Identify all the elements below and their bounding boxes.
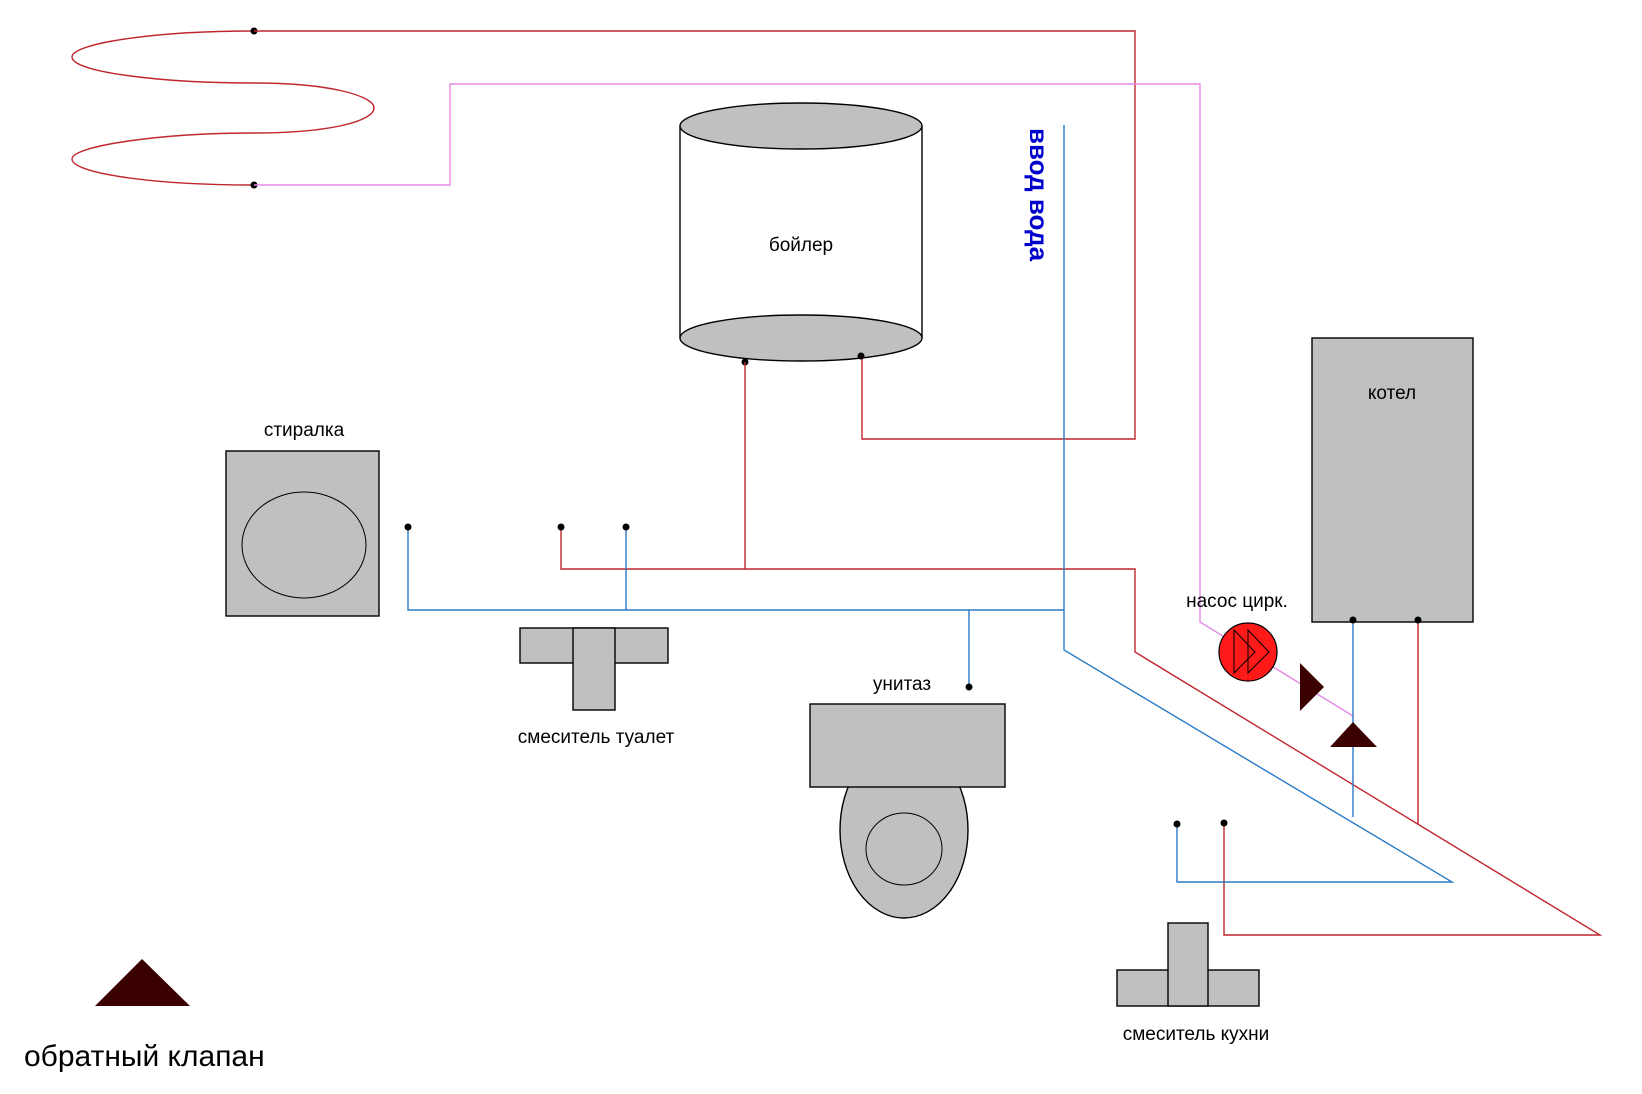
kitchen-mixer-cold-dot <box>1173 820 1181 828</box>
hot-pipe-coil-supply <box>254 30 1136 440</box>
pump-arrow-icon <box>1233 628 1256 675</box>
washer-label: стиралка <box>264 420 345 441</box>
boiler-tank-bottom <box>679 314 923 362</box>
toilet-inlet-dot <box>965 683 973 691</box>
washer-inlet-dot <box>404 523 412 531</box>
toilet-mixer-cold-dot <box>622 523 630 531</box>
cold-water-inlet-pipe <box>1063 125 1455 883</box>
cold-distribution-pipe <box>407 527 1064 611</box>
gas-boiler-hot-dot <box>1414 616 1422 624</box>
water-inlet-label: ввод вода <box>1024 128 1054 262</box>
check-valve-icon <box>1300 663 1324 711</box>
toilet-mixer <box>519 627 669 711</box>
toilet-mixer-label: смеситель туалет <box>518 727 675 748</box>
toilet-label: унитаз <box>873 674 931 695</box>
boiler-tank-label: бойлер <box>769 235 833 256</box>
toilet-mixer-hot-dot <box>557 523 565 531</box>
hot-distribution-pipe <box>560 527 1603 936</box>
gas-boiler-cold-dot <box>1349 616 1357 624</box>
gas-boiler <box>1311 337 1474 623</box>
kitchen-mixer <box>1116 922 1260 1007</box>
kitchen-mixer-label: смеситель кухни <box>1123 1024 1270 1045</box>
circulation-pump <box>1218 622 1278 682</box>
gas-boiler-label: котел <box>1368 383 1416 404</box>
legend-check-valve-label: обратный клапан <box>24 1040 265 1073</box>
boiler-tank-top <box>679 102 923 150</box>
pump-arrow-icon <box>1247 628 1270 675</box>
heating-coil <box>71 30 375 186</box>
pump-label: насос цирк. <box>1186 591 1288 612</box>
legend-check-valve-icon <box>95 959 190 1006</box>
kitchen-mixer-hot-dot <box>1220 819 1228 827</box>
legend: обратный клапан <box>24 959 265 1073</box>
toilet <box>809 703 1006 919</box>
boiler-outlet-dot <box>857 352 865 360</box>
boiler-tank: бойлер <box>679 102 923 362</box>
washing-machine <box>225 450 380 617</box>
check-valve-icon <box>1330 722 1377 747</box>
